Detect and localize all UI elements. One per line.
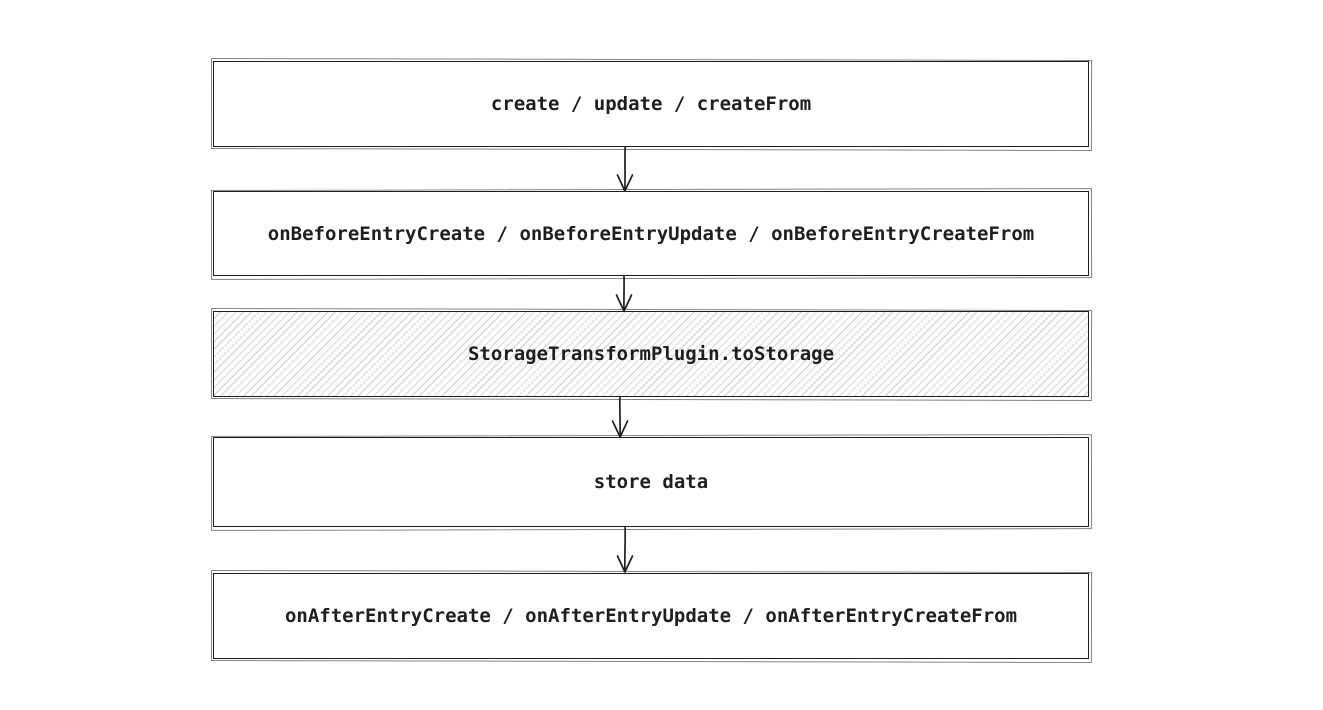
- flow-node-onbefore-entry-hooks: onBeforeEntryCreate / onBeforeEntryUpdat…: [213, 191, 1089, 276]
- arrow-down-icon: [615, 275, 633, 312]
- flow-node-create-update-createfrom: create / update / createFrom: [213, 61, 1089, 147]
- flow-node-label: create / update / createFrom: [490, 93, 812, 115]
- arrow-down-icon: [616, 146, 634, 192]
- flow-node-label: onBeforeEntryCreate / onBeforeEntryUpdat…: [267, 222, 1035, 245]
- flow-node-storage-transform-tostorage: StorageTransformPlugin.toStorage: [213, 311, 1089, 397]
- flow-node-onafter-entry-hooks: onAfterEntryCreate / onAfterEntryUpdate …: [213, 573, 1089, 659]
- arrow-down-icon: [616, 526, 634, 573]
- flow-node-store-data: store data: [213, 437, 1089, 527]
- flow-node-label: store data: [593, 471, 709, 493]
- arrow-down-icon: [611, 396, 629, 438]
- flow-node-label: StorageTransformPlugin.toStorage: [467, 343, 835, 365]
- flow-node-label: onAfterEntryCreate / onAfterEntryUpdate …: [284, 605, 1018, 627]
